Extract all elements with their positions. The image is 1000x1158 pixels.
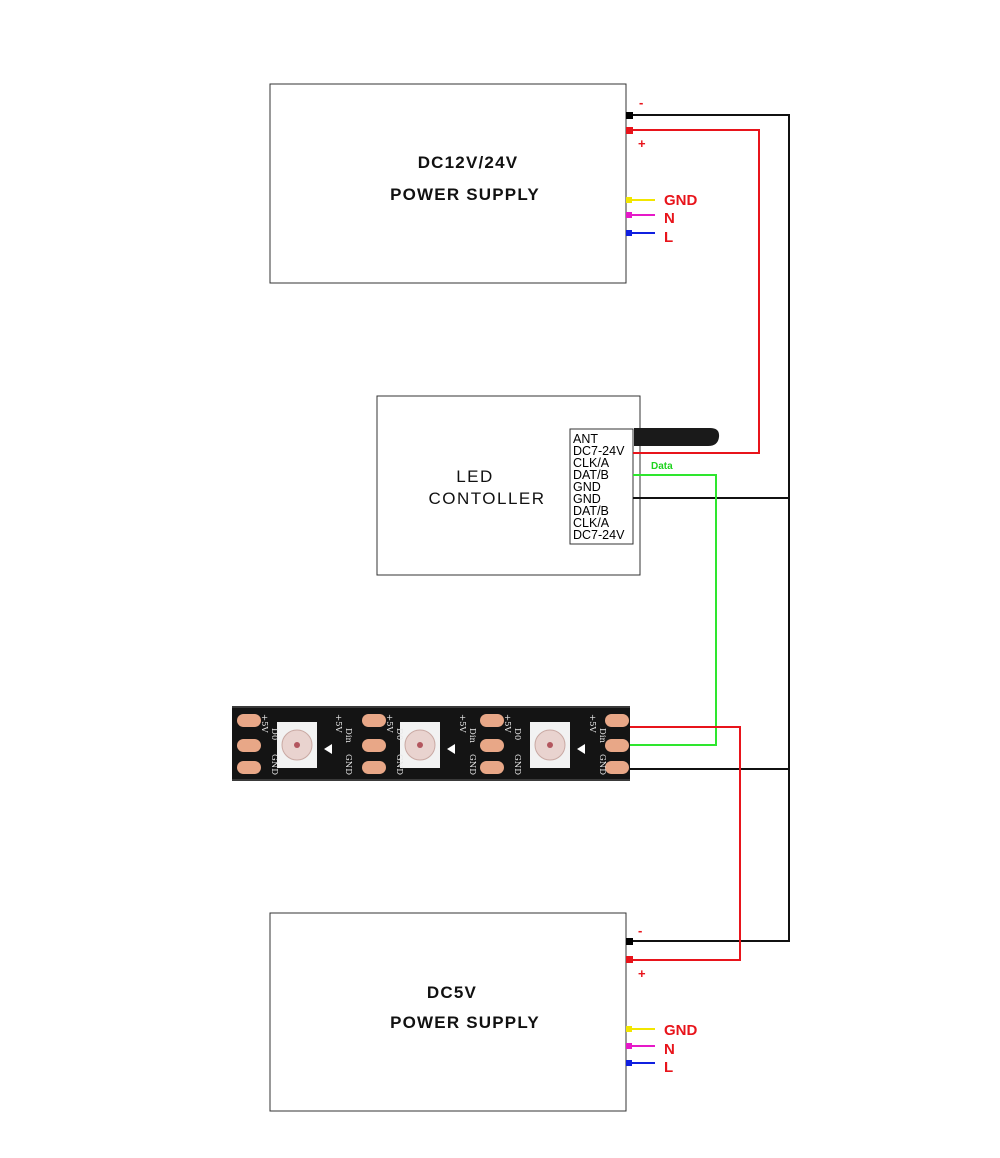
gnd-terminal [626,1026,632,1032]
strip-pin-label: D0 [269,728,279,740]
power-supply-5v-box [269,912,627,1112]
led-strip-edge-top [232,706,630,708]
led-controller-title-line1: LED [456,467,494,486]
solder-pad [605,714,629,727]
gnd-label: GND [664,1022,698,1039]
led-controller-title-line2: CONTOLLER [428,489,545,508]
strip-pin-label: Din [343,728,353,744]
led-die [417,742,423,748]
power-supply-12-24v-title: POWER SUPPLY [390,185,540,204]
power-supply-5v: DC5V POWER SUPPLY - + GND N L [269,912,698,1112]
power-supply-12-24v-voltage: DC12V/24V [418,153,519,172]
gnd-label: GND [664,192,698,209]
led-strip-edge-bottom [232,779,630,781]
solder-pad [480,739,504,752]
l-terminal [626,230,632,236]
solder-pad [605,761,629,774]
led-die [547,742,553,748]
led-strip-segments: +5VD0GND+5VD0GND+5VD0GND+5VDinGND+5VDinG… [237,714,629,775]
l-label: L [664,1059,673,1076]
wires [630,114,790,961]
solder-pad [362,739,386,752]
strip-pin-label: D0 [394,728,404,740]
controller-pin-label: CLK/A [573,516,610,530]
controller-pin-label: CLK/A [573,456,610,470]
direction-arrow-icon [447,744,455,754]
direction-arrow-icon [577,744,585,754]
negative-label: - [638,923,642,938]
solder-pad [480,714,504,727]
power-supply-12-24v: DC12V/24V POWER SUPPLY - + GND N L [269,83,698,284]
solder-pad [362,714,386,727]
power-supply-12-24v-box [269,83,627,284]
positive-terminal [626,956,633,963]
strip-power-wire [630,726,741,961]
strip-pin-label: GND [269,754,279,775]
solder-pad [605,739,629,752]
controller-pin-label: DAT/B [573,468,609,482]
strip-pin-label: D0 [512,728,522,740]
negative-terminal [626,112,633,119]
solder-pad [480,761,504,774]
n-terminal [626,212,632,218]
negative-terminal [626,938,633,945]
n-terminal [626,1043,632,1049]
n-label: N [664,1041,675,1058]
controller-pin-label: ANT [573,432,598,446]
controller-pin-label: GND [573,492,601,506]
controller-pin-list: ANTDC7-24VCLK/ADAT/BGNDGNDDAT/BCLK/ADC7-… [573,432,625,542]
power-supply-5v-title: POWER SUPPLY [390,1013,540,1032]
solder-pad [237,761,261,774]
data-wire-label: Data [651,461,673,472]
controller-power-wire [633,129,760,454]
strip-pin-label: GND [467,754,477,775]
controller-pin-label: DC7-24V [573,444,625,458]
ground-bus-wire [633,114,790,942]
positive-label: + [638,966,646,981]
strip-pin-label: GND [343,754,353,775]
l-terminal [626,1060,632,1066]
solder-pad [237,714,261,727]
strip-pin-label: +5V [502,714,512,734]
solder-pad [237,739,261,752]
positive-label: + [638,136,646,151]
power-supply-5v-voltage: DC5V [427,983,477,1002]
strip-pin-label: +5V [333,714,343,734]
controller-pin-label: GND [573,480,601,494]
strip-pin-label: +5V [259,714,269,734]
strip-pin-label: +5V [587,714,597,734]
strip-pin-label: Din [467,728,477,744]
data-wire [630,474,717,746]
n-label: N [664,210,675,227]
led-die [294,742,300,748]
solder-pad [362,761,386,774]
direction-arrow-icon [324,744,332,754]
gnd-terminal [626,197,632,203]
led-controller: LED CONTOLLER ANTDC7-24VCLK/ADAT/BGNDGND… [376,395,720,576]
controller-pin-block [569,428,634,545]
led-strip: +5VD0GND+5VD0GND+5VD0GND+5VDinGND+5VDinG… [232,706,630,781]
controller-pin-label: DC7-24V [573,528,625,542]
strip-pin-label: Din [597,728,607,744]
negative-label: - [639,95,643,110]
antenna-icon [634,428,720,446]
controller-pin-label: DAT/B [573,504,609,518]
strip-pin-label: GND [512,754,522,775]
positive-terminal [626,127,633,134]
strip-pin-label: +5V [384,714,394,734]
strip-pin-label: +5V [457,714,467,734]
strip-pin-label: GND [597,754,607,775]
l-label: L [664,229,673,246]
strip-pin-label: GND [394,754,404,775]
